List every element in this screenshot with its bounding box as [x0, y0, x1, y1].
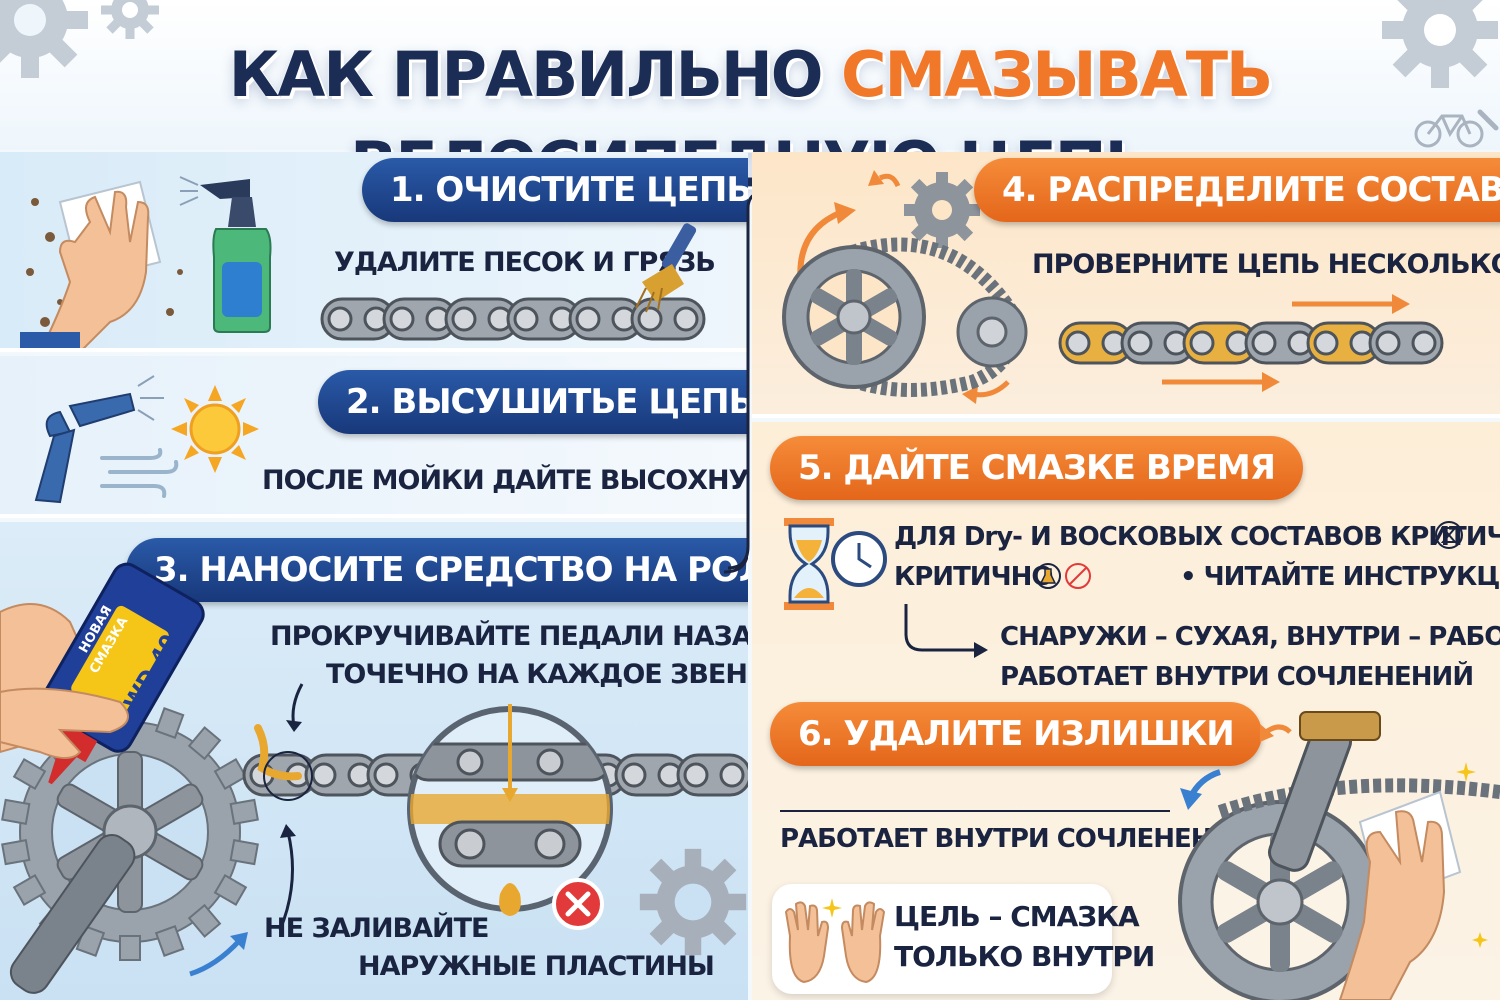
- gear-icon: [0, 0, 113, 103]
- chain-roller: [673, 306, 699, 332]
- chain-roller: [451, 306, 477, 332]
- step5-bullet: • ЧИТАЙТЕ ИНСТРУКЦИЮ: [1180, 562, 1500, 592]
- chain-roller: [1313, 330, 1339, 356]
- chain-roller: [311, 762, 337, 788]
- chain-roller: [373, 762, 399, 788]
- step2-heading: 2. ВЫСУШИТЬЕ ЦЕПЬ: [318, 370, 748, 434]
- brush-icon: [635, 223, 697, 313]
- step5-note-line1: СНАРУЖИ – СУХАЯ, ВНУТРИ – РАБОЧАЯ: [1000, 622, 1500, 652]
- step5-note-line2: РАБОТАЕТ ВНУТРИ СОЧЛЕНЕНИЙ: [1000, 662, 1474, 692]
- wind-icon: [100, 448, 179, 498]
- step6-text: РАБОТАЕТ ВНУТРИ СОЧЛЕНЕНИЙ: [780, 824, 1254, 854]
- pointer-arrow: [286, 683, 304, 732]
- step3-text-line2: ТОЧЕЧНО НА КАЖДОЕ ЗВЕНО: [326, 659, 748, 690]
- chain-roller: [575, 306, 601, 332]
- chain-roller: [1411, 330, 1437, 356]
- gear-icon: [88, 0, 172, 52]
- step6-heading: 6. УДАЛИТЕ ИЗЛИШКИ: [770, 702, 1262, 766]
- gear-icon: [1357, 0, 1500, 113]
- direction-arrow: [1162, 372, 1280, 392]
- sun-icon: [171, 385, 259, 473]
- page-title: КАК ПРАВИЛЬНО СМАЗЫВАТЬ ВЕЛОСИПЕДНУЮ ЦЕП…: [0, 30, 1500, 210]
- step1-text: УДАЛИТЕ ПЕСОК И ГРЯЗЬ: [334, 247, 716, 278]
- chain-roller: [1375, 330, 1401, 356]
- hourglass-badge-icon: [1435, 521, 1463, 549]
- header: КАК ПРАВИЛЬНО СМАЗЫВАТЬ ВЕЛОСИПЕДНУЮ ЦЕП…: [0, 0, 1500, 201]
- step1-panel: 1. ОЧИСТИТЕ ЦЕПЬ УДАЛИТЕ ПЕСОК И ГРЯЗЬ: [0, 152, 748, 352]
- clock-icon: [831, 531, 887, 587]
- step5-text-line2: КРИТИЧНО: [894, 562, 1053, 592]
- drivetrain-icon: [782, 170, 1028, 404]
- chain-roller: [637, 306, 663, 332]
- hands-icon: [784, 898, 886, 984]
- chain-roller: [389, 306, 415, 332]
- title-highlight: СМАЗЫВАТЬ: [841, 38, 1273, 111]
- direction-arrow: [1292, 294, 1410, 314]
- step4-text: ПРОВЕРНИТЕ ЦЕПЬ НЕСКОЛЬКО РАЗ: [1032, 249, 1500, 280]
- air-blower-icon: [34, 375, 164, 504]
- step2-text: ПОСЛЕ МОЙКИ ДАЙТЕ ВЫСОХНУТЬ: [262, 465, 748, 496]
- chain-roller: [513, 306, 539, 332]
- step5-heading: 5. ДАЙТЕ СМАЗКЕ ВРЕМЯ: [770, 436, 1303, 500]
- chain-roller: [621, 762, 647, 788]
- hand-grip-icon: [0, 687, 129, 759]
- step5-panel: 5. ДАЙТЕ СМАЗКЕ ВРЕМЯ ДЛЯ Dry- И ВОСКОВЫ…: [752, 422, 1500, 1000]
- chain-illustration: [1058, 321, 1444, 365]
- step3-warning-line2: НАРУЖНЫЕ ПЛАСТИНЫ: [358, 951, 715, 982]
- gear-icon: [617, 826, 748, 978]
- chain-roller: [683, 762, 709, 788]
- tip-line1: ЦЕЛЬ – СМАЗКА: [894, 900, 1140, 933]
- step3-text-line1: ПРОКРУЧИВАЙТЕ ПЕДАЛИ НАЗАД: [270, 621, 748, 652]
- connector-arrow: [723, 522, 748, 574]
- hand-wipe-icon: [20, 180, 183, 348]
- rotate-arrow: [189, 932, 248, 977]
- step5-text-line1: ДЛЯ Dry- И ВОСКОВЫХ СОСТАВОВ КРИТИЧНО: [894, 522, 1500, 552]
- note-arrow: [904, 604, 988, 658]
- hourglass-icon: [784, 518, 834, 610]
- chain-roller: [327, 306, 353, 332]
- sprocket-icon: [1, 703, 259, 994]
- step4-heading: 4. РАСПРЕДЕЛИТЕ СОСТАВ: [974, 158, 1500, 222]
- chain-illustration: [320, 297, 706, 341]
- pointer-arrow: [278, 824, 296, 931]
- tip-line2: ТОЛЬКО ВНУТРИ: [894, 940, 1155, 973]
- step3-warning-line1: НЕ ЗАЛИВАЙТЕ: [264, 913, 489, 944]
- chain-roller: [1189, 330, 1215, 356]
- lube-drip: [254, 724, 313, 801]
- flask-icon: [1035, 563, 1061, 589]
- chain-roller: [1065, 330, 1091, 356]
- step4-panel: 4. РАСПРЕДЕЛИТЕ СОСТАВ ПРОВЕРНИТЕ ЦЕПЬ Н…: [752, 152, 1500, 418]
- divider: [780, 810, 1170, 812]
- chain-roller: [1127, 330, 1153, 356]
- wipe-chain-icon: [1178, 711, 1500, 1000]
- title-part1: КАК ПРАВИЛЬНО: [228, 38, 824, 111]
- spray-bottle-icon: [179, 176, 272, 333]
- step1-heading: 1. ОЧИСТИТЕ ЦЕПЬ: [362, 158, 748, 222]
- chain-roller: [1251, 330, 1277, 356]
- bike-icon: [1414, 109, 1499, 148]
- chain-roller: [719, 762, 745, 788]
- step3-panel: 3. НАНОСИТЕ СРЕДСТВО НА РОЛИКИ ПРОКРУЧИВ…: [0, 522, 748, 1000]
- tip-box: ЦЕЛЬ – СМАЗКА ТОЛЬКО ВНУТРИ: [772, 884, 1155, 994]
- step3-heading: 3. НАНОСИТЕ СРЕДСТВО НА РОЛИКИ: [126, 538, 748, 602]
- no-dirt-icon: [1065, 563, 1091, 589]
- step2-panel: 2. ВЫСУШИТЬЕ ЦЕПЬ ПОСЛЕ МОЙКИ ДАЙТЕ ВЫСО…: [0, 356, 748, 518]
- magnified-link: [407, 704, 613, 930]
